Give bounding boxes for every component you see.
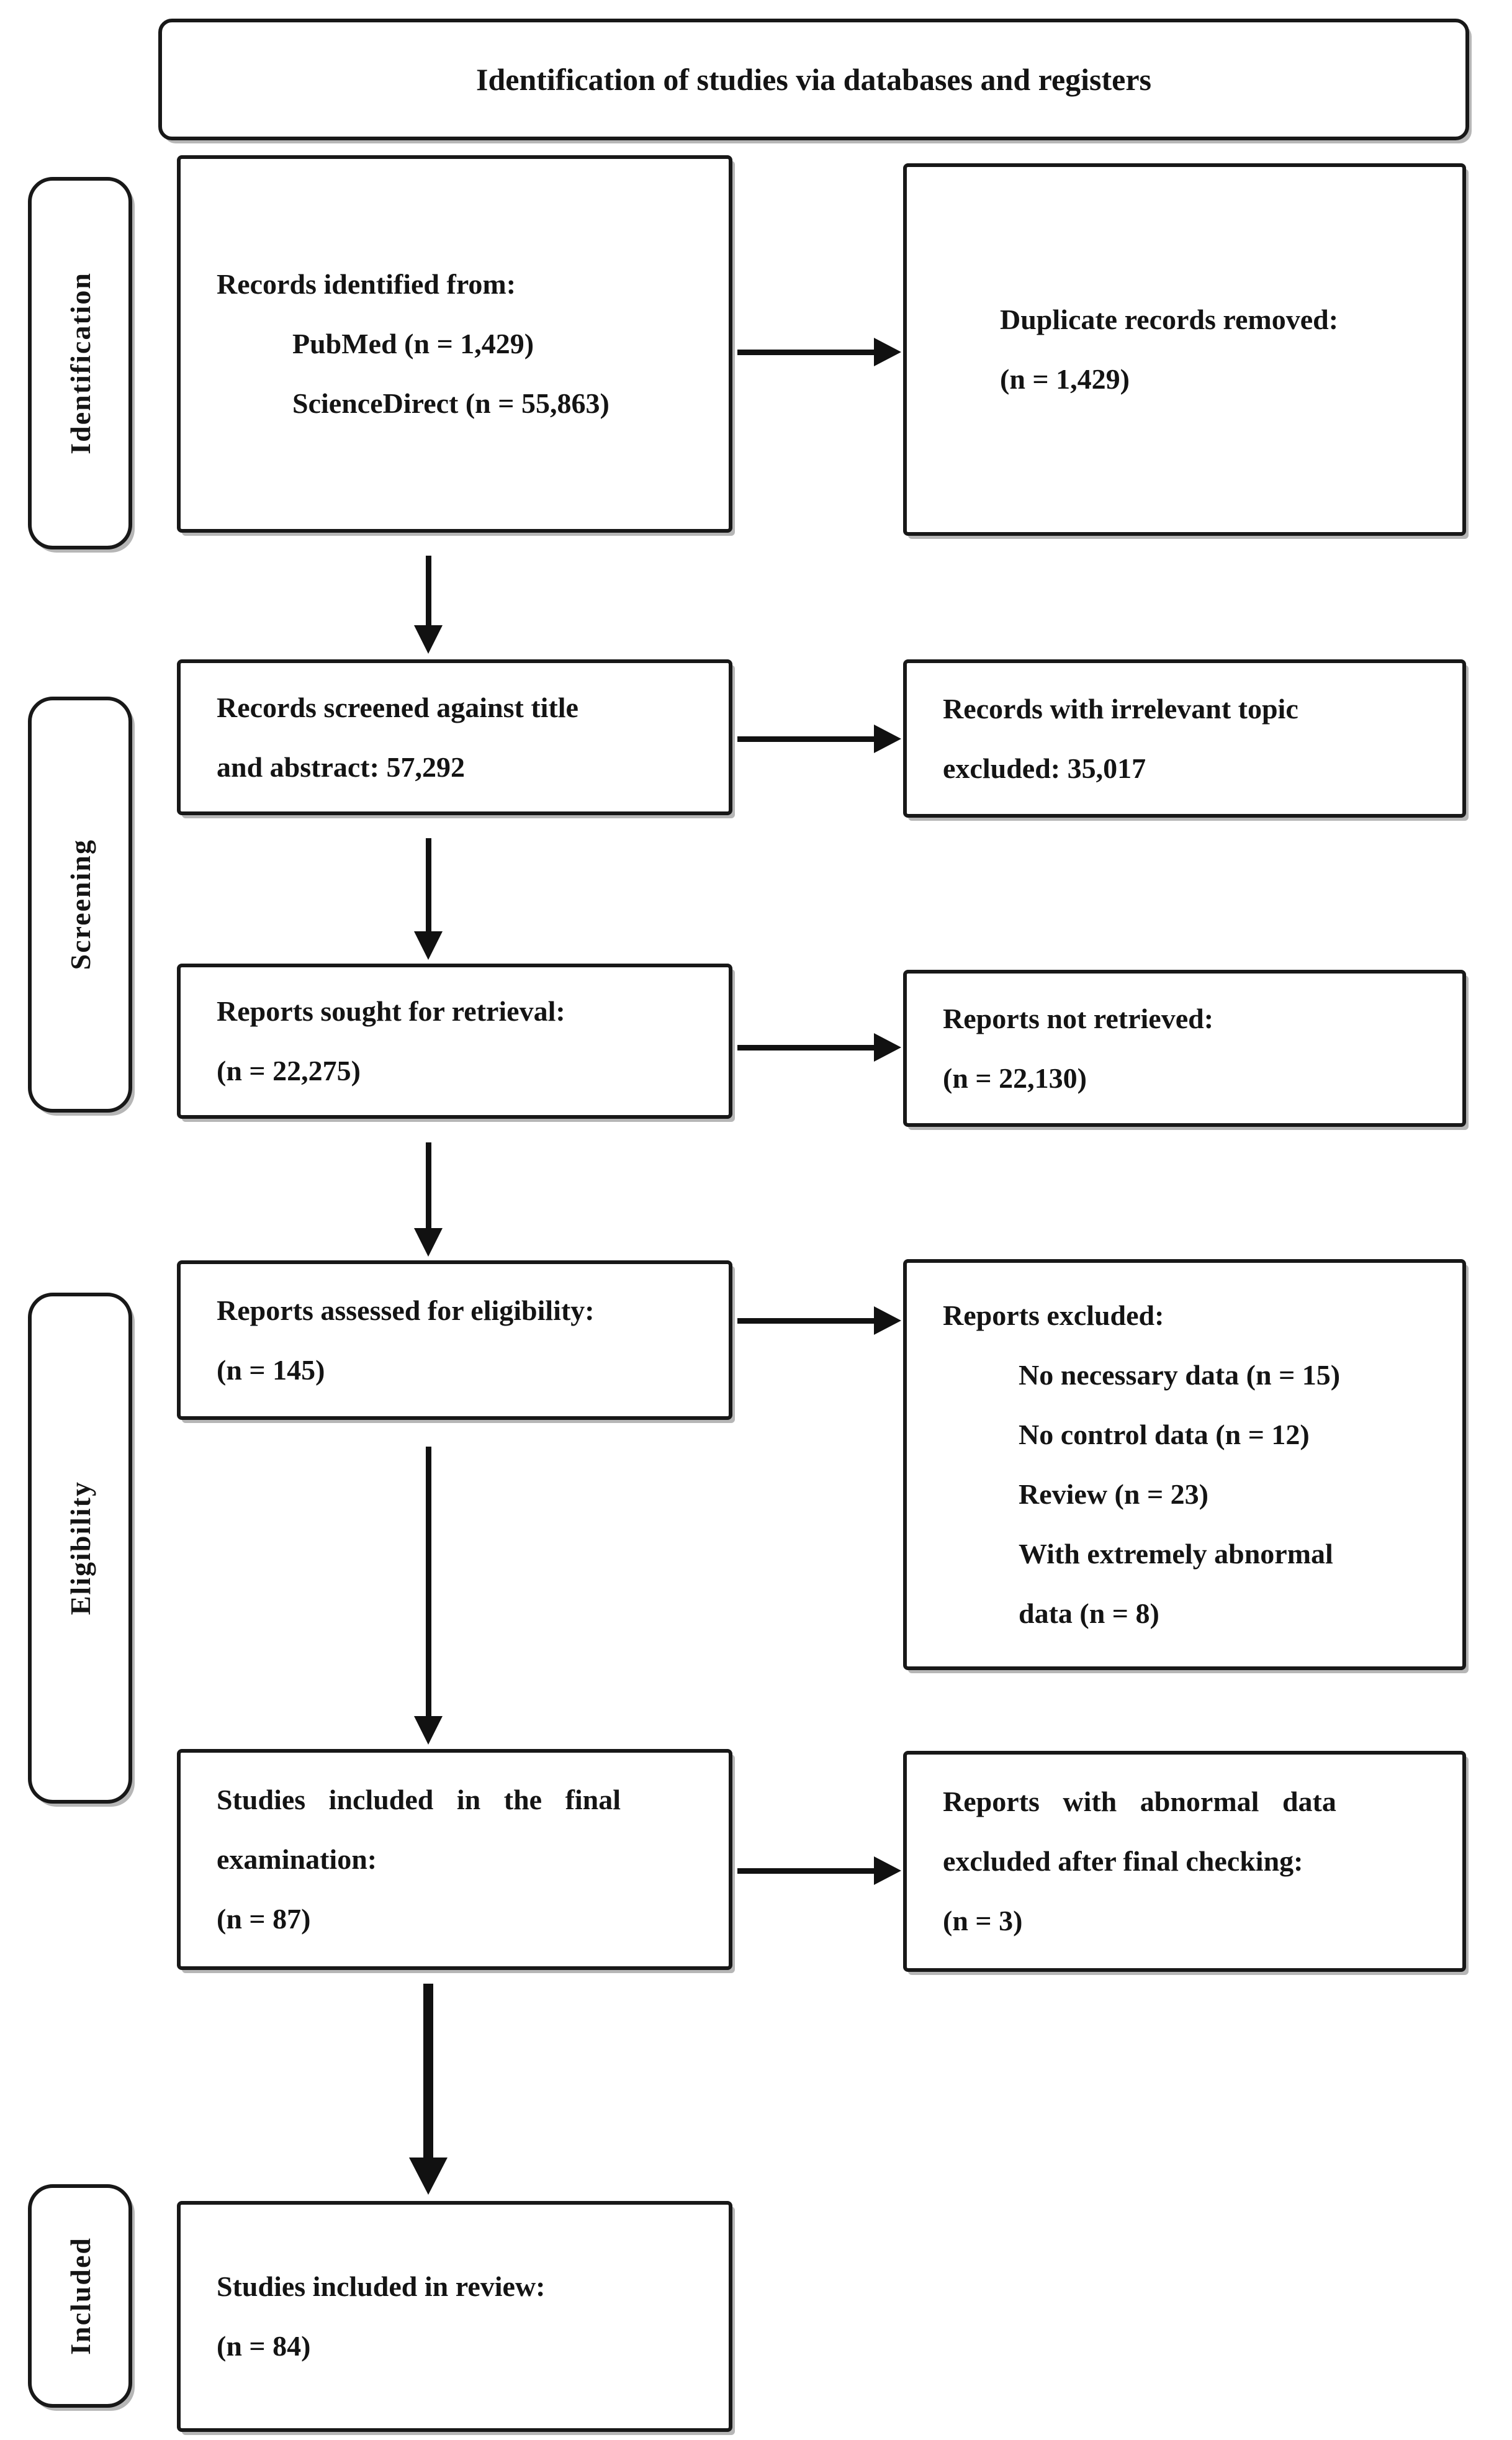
box-line: ScienceDirect (n = 55,863) bbox=[292, 387, 610, 419]
stage-label-identification: Identification bbox=[28, 177, 132, 549]
arrow-right-icon bbox=[737, 1033, 901, 1062]
arrow-down-icon bbox=[414, 1447, 443, 1745]
arrow-head bbox=[414, 625, 443, 654]
box-line: Records identified from: bbox=[217, 268, 516, 300]
box-reports-sought: Reports sought for retrieval: (n = 22,275… bbox=[177, 964, 732, 1119]
arrow-shaft bbox=[737, 1868, 875, 1874]
arrow-shaft bbox=[737, 349, 875, 355]
box-line: No necessary data (n = 15) bbox=[1019, 1359, 1341, 1391]
arrow-shaft bbox=[425, 1142, 431, 1229]
arrow-right-icon bbox=[737, 725, 901, 753]
stage-label-screening-text: Screening bbox=[64, 839, 96, 970]
arrow-down-icon bbox=[409, 1984, 448, 2195]
arrow-right-icon bbox=[737, 1306, 901, 1335]
box-line: Reports assessed for eligibility: bbox=[217, 1294, 595, 1326]
box-line: PubMed (n = 1,429) bbox=[292, 328, 534, 359]
arrow-head bbox=[874, 1306, 901, 1335]
arrow-head bbox=[874, 1856, 901, 1885]
box-studies-final-examination: Studies included in the final examination… bbox=[177, 1749, 732, 1970]
box-studies-included-review: Studies included in review: (n = 84) bbox=[177, 2201, 732, 2432]
stage-label-included-text: Included bbox=[64, 2237, 96, 2355]
box-line: examination: bbox=[217, 1843, 377, 1875]
arrow-shaft bbox=[737, 1044, 875, 1051]
title-box: Identification of studies via databases … bbox=[158, 19, 1469, 140]
box-irrelevant-excluded: Records with irrelevant topic excluded: 3… bbox=[903, 659, 1466, 818]
arrow-head bbox=[874, 1033, 901, 1062]
box-abnormal-excluded: Reports with abnormal data excluded after… bbox=[903, 1751, 1466, 1972]
box-line: Studies included in the final bbox=[217, 1784, 621, 1815]
arrow-head bbox=[874, 725, 901, 753]
box-line: and abstract: 57,292 bbox=[217, 751, 465, 783]
box-line: Reports not retrieved: bbox=[943, 1002, 1214, 1034]
arrow-down-icon bbox=[414, 838, 443, 960]
box-reports-assessed: Reports assessed for eligibility: (n = 14… bbox=[177, 1260, 732, 1420]
box-line: (n = 3) bbox=[943, 1905, 1023, 1936]
box-records-screened: Records screened against title and abstra… bbox=[177, 659, 732, 815]
arrow-head bbox=[414, 931, 443, 960]
box-line: No control data (n = 12) bbox=[1019, 1419, 1310, 1450]
box-line: Reports with abnormal data bbox=[943, 1786, 1336, 1817]
diagram-title: Identification of studies via databases … bbox=[475, 62, 1151, 97]
arrow-head bbox=[414, 1716, 443, 1745]
stage-label-eligibility-text: Eligibility bbox=[64, 1481, 96, 1615]
arrow-head bbox=[874, 338, 901, 366]
arrow-down-icon bbox=[414, 1142, 443, 1257]
box-line: Reports excluded: bbox=[943, 1299, 1164, 1331]
box-line: excluded: 35,017 bbox=[943, 752, 1146, 784]
box-line: Records with irrelevant topic bbox=[943, 692, 1298, 725]
arrow-shaft bbox=[425, 838, 431, 933]
box-line: Duplicate records removed: bbox=[1000, 304, 1339, 335]
stage-label-screening: Screening bbox=[28, 697, 132, 1113]
box-line: Review (n = 23) bbox=[1019, 1478, 1208, 1510]
arrow-shaft bbox=[425, 1447, 431, 1717]
arrow-head bbox=[414, 1228, 443, 1257]
arrow-shaft bbox=[423, 1984, 433, 2159]
stage-label-identification-text: Identification bbox=[64, 272, 96, 454]
stage-label-eligibility: Eligibility bbox=[28, 1293, 132, 1804]
box-records-identified: Records identified from: PubMed (n = 1,42… bbox=[177, 155, 732, 533]
stage-label-included: Included bbox=[28, 2184, 132, 2408]
box-reports-excluded: Reports excluded: No necessary data (n = … bbox=[903, 1259, 1466, 1670]
box-line: Studies included in review: bbox=[217, 2271, 546, 2302]
arrow-head bbox=[409, 2158, 448, 2195]
arrow-down-icon bbox=[414, 556, 443, 654]
box-line: (n = 1,429) bbox=[1000, 363, 1130, 395]
box-line: (n = 145) bbox=[217, 1353, 325, 1386]
arrow-shaft bbox=[737, 736, 875, 742]
box-line: Reports sought for retrieval: bbox=[217, 995, 565, 1027]
box-reports-not-retrieved: Reports not retrieved: (n = 22,130) bbox=[903, 970, 1466, 1127]
box-line: (n = 87) bbox=[217, 1903, 311, 1935]
box-line: (n = 22,275) bbox=[217, 1055, 361, 1087]
arrow-shaft bbox=[425, 556, 431, 626]
box-line: data (n = 8) bbox=[1019, 1597, 1159, 1629]
box-line: (n = 84) bbox=[217, 2330, 311, 2362]
box-line: (n = 22,130) bbox=[943, 1062, 1087, 1094]
box-line: With extremely abnormal bbox=[1019, 1538, 1333, 1570]
arrow-shaft bbox=[737, 1317, 875, 1324]
box-duplicates-removed: Duplicate records removed: (n = 1,429) bbox=[903, 163, 1466, 536]
arrow-right-icon bbox=[737, 338, 901, 366]
box-line: Records screened against title bbox=[217, 691, 578, 723]
arrow-right-icon bbox=[737, 1856, 901, 1885]
box-line: excluded after final checking: bbox=[943, 1845, 1303, 1877]
